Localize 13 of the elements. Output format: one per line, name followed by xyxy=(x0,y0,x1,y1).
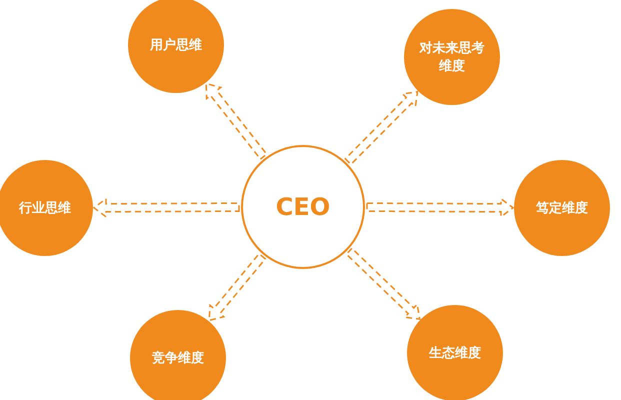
block-arrow xyxy=(344,90,418,166)
block-arrow xyxy=(345,247,421,320)
topic-circle: 用户思维 xyxy=(128,0,224,93)
topic-circle: 笃定维度 xyxy=(514,160,610,256)
center-circle: CEO xyxy=(241,145,365,269)
topic-circle: 竞争维度 xyxy=(130,310,226,400)
block-arrow xyxy=(366,197,514,218)
block-arrow xyxy=(205,82,268,160)
block-arrow xyxy=(92,197,240,218)
topic-circle: 对未来思考维度 xyxy=(404,9,500,105)
topic-circle: 生态维度 xyxy=(407,305,503,400)
topic-circle: 行业思维 xyxy=(0,160,93,256)
block-arrow xyxy=(208,252,266,322)
